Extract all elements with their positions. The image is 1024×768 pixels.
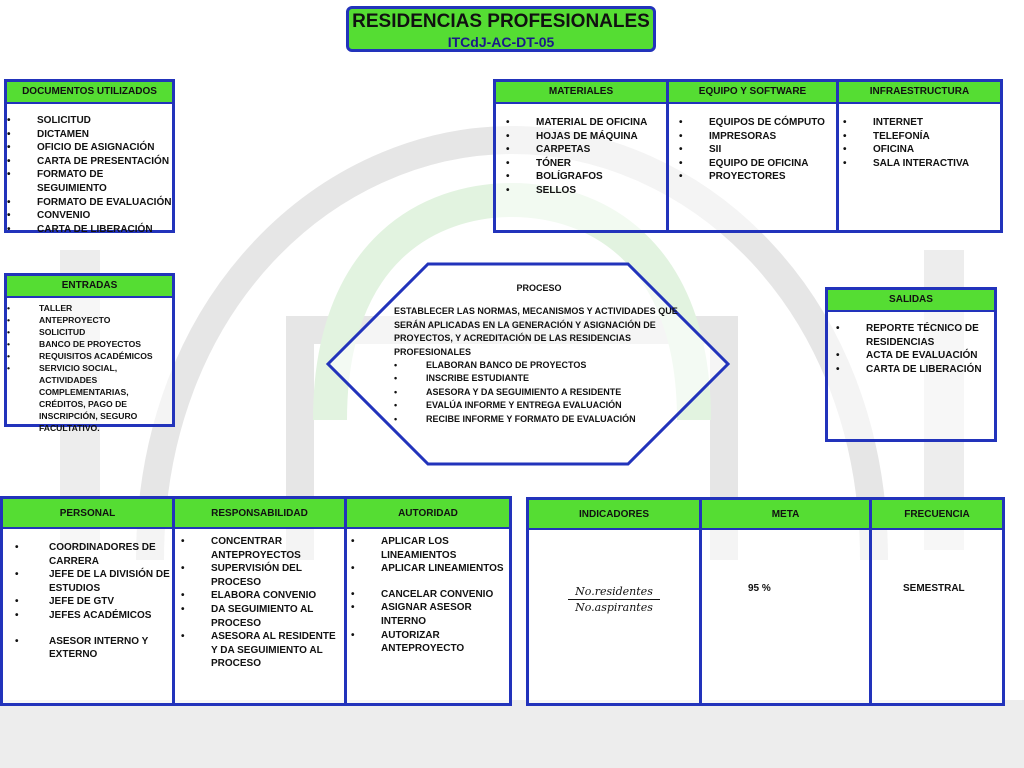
list-item: SUPERVISIÓN DEL PROCESO: [181, 562, 344, 589]
salidas-box: SALIDAS REPORTE TÉCNICO DE RESIDENCIAS A…: [825, 287, 997, 442]
salidas-list: REPORTE TÉCNICO DE RESIDENCIAS ACTA DE E…: [828, 322, 994, 376]
list-item: HOJAS DE MÁQUINA: [506, 130, 666, 144]
materiales-list: MATERIAL DE OFICINA HOJAS DE MÁQUINA CAR…: [496, 116, 666, 198]
list-item: CANCELAR CONVENIO: [351, 588, 509, 602]
entradas-box: ENTRADAS TALLER ANTEPROYECTO SOLICITUD B…: [4, 273, 175, 433]
page-title: RESIDENCIAS PROFESIONALES: [352, 11, 650, 32]
list-item: CARTA DE LIBERACIÓN: [836, 363, 994, 377]
list-item: ASESOR INTERNO Y EXTERNO: [15, 635, 172, 662]
proceso-title: PROCESO: [516, 283, 562, 293]
list-item: APLICAR LINEAMIENTOS: [351, 562, 509, 576]
list-item: INTERNET: [843, 116, 1000, 130]
list-item: JEFES ACADÉMICOS: [15, 609, 172, 623]
document-code: ITCdJ-AC-DT-05: [447, 34, 555, 50]
frecuencia-header: FRECUENCIA: [872, 500, 1002, 530]
list-item: SII: [679, 143, 836, 157]
title-banner: RESIDENCIAS PROFESIONALES ITCdJ-AC-DT-05: [346, 6, 656, 52]
indicadores-header: INDICADORES: [529, 500, 699, 530]
proceso-content: PROCESO ESTABLECER LAS NORMAS, MECANISMO…: [394, 282, 684, 426]
autoridad-header: AUTORIDAD: [347, 499, 509, 529]
equipo-list: EQUIPOS DE CÓMPUTO IMPRESORAS SII EQUIPO…: [669, 116, 836, 184]
autoridad-column: AUTORIDAD APLICAR LOS LINEAMIENTOS APLIC…: [344, 499, 509, 703]
list-item: IMPRESORAS: [679, 130, 836, 144]
list-item: ELABORA CONVENIO: [181, 589, 344, 603]
list-item: FORMATO DE SEGUIMIENTO: [7, 168, 172, 195]
entradas-list: TALLER ANTEPROYECTO SOLICITUD BANCO DE P…: [7, 302, 172, 434]
list-item: SOLICITUD: [7, 326, 172, 338]
list-item: RECIBE INFORME Y FORMATO DE EVALUACIÓN: [394, 413, 684, 427]
frecuencia-value: SEMESTRAL: [903, 583, 965, 594]
list-item: EVALÚA INFORME Y ENTREGA EVALUACIÓN: [394, 399, 684, 413]
list-item: OFICIO DE ASIGNACIÓN: [7, 141, 172, 155]
list-item: CARPETAS: [506, 143, 666, 157]
entradas-header: ENTRADAS: [7, 276, 172, 298]
list-item: EQUIPO DE OFICINA: [679, 157, 836, 171]
infraestructura-header: INFRAESTRUCTURA: [839, 82, 1000, 104]
infraestructura-list: INTERNET TELEFONÍA OFICINA SALA INTERACT…: [839, 116, 1000, 170]
recursos-box: MATERIALES MATERIAL DE OFICINA HOJAS DE …: [493, 79, 1003, 233]
proceso-description: ESTABLECER LAS NORMAS, MECANISMOS Y ACTI…: [394, 306, 678, 357]
list-item: TÓNER: [506, 157, 666, 171]
list-item: SELLOS: [506, 184, 666, 198]
list-item: REQUISITOS ACADÉMICOS: [7, 350, 172, 362]
personal-header: PERSONAL: [3, 499, 172, 529]
formula-denominator: No.aspirantes: [575, 601, 653, 614]
list-item: ANTEPROYECTO: [7, 314, 172, 326]
list-item: SERVICIO SOCIAL, ACTIVIDADES COMPLEMENTA…: [7, 362, 172, 434]
list-item: DA SEGUIMIENTO AL PROCESO: [181, 603, 344, 630]
equipo-header: EQUIPO Y SOFTWARE: [669, 82, 836, 104]
list-item: APLICAR LOS LINEAMIENTOS: [351, 535, 509, 562]
equipo-column: EQUIPO Y SOFTWARE EQUIPOS DE CÓMPUTO IMP…: [666, 82, 836, 230]
list-item: ASESORA AL RESIDENTE Y DA SEGUIMIENTO AL…: [181, 630, 344, 671]
list-item: TELEFONÍA: [843, 130, 1000, 144]
meta-header: META: [702, 500, 869, 530]
formula-numerator: No.residentes: [568, 585, 660, 600]
list-item: ASESORA Y DA SEGUIMIENTO A RESIDENTE: [394, 386, 684, 400]
list-item: CONCENTRAR ANTEPROYECTOS: [181, 535, 344, 562]
indicador-formula: No.residentes No.aspirantes: [568, 585, 660, 614]
responsabilidad-header: RESPONSABILIDAD: [175, 499, 344, 529]
list-item: FORMATO DE EVALUACIÓN: [7, 196, 172, 210]
frecuencia-column: FRECUENCIA: [869, 500, 1002, 703]
materiales-column: MATERIALES MATERIAL DE OFICINA HOJAS DE …: [496, 82, 666, 230]
list-item: MATERIAL DE OFICINA: [506, 116, 666, 130]
list-item: JEFE DE GTV: [15, 595, 172, 609]
list-item: SALA INTERACTIVA: [843, 157, 1000, 171]
salidas-header: SALIDAS: [828, 290, 994, 312]
documentos-header: DOCUMENTOS UTILIZADOS: [7, 82, 172, 104]
list-item: COORDINADORES DE CARRERA: [15, 541, 172, 568]
list-item: BOLÍGRAFOS: [506, 170, 666, 184]
list-item: ELABORAN BANCO DE PROYECTOS: [394, 359, 684, 373]
personal-list: COORDINADORES DE CARRERA JEFE DE LA DIVI…: [3, 541, 172, 662]
list-item: CARTA DE LIBERACIÓN: [7, 223, 172, 237]
responsabilidad-column: RESPONSABILIDAD CONCENTRAR ANTEPROYECTOS…: [172, 499, 344, 703]
list-item: JEFE DE LA DIVISIÓN DE ESTUDIOS: [15, 568, 172, 595]
list-item: AUTORIZAR ANTEPROYECTO: [351, 629, 509, 656]
personal-column: PERSONAL COORDINADORES DE CARRERA JEFE D…: [3, 499, 172, 703]
meta-column: META: [699, 500, 869, 703]
autoridad-list: APLICAR LOS LINEAMIENTOS APLICAR LINEAMI…: [347, 535, 509, 656]
list-item: OFICINA: [843, 143, 1000, 157]
meta-value: 95 %: [748, 583, 771, 594]
documentos-list: SOLICITUD DICTAMEN OFICIO DE ASIGNACIÓN …: [7, 114, 172, 236]
documentos-box: DOCUMENTOS UTILIZADOS SOLICITUD DICTAMEN…: [4, 79, 175, 236]
materiales-header: MATERIALES: [496, 82, 666, 104]
list-item: EQUIPOS DE CÓMPUTO: [679, 116, 836, 130]
list-item: DICTAMEN: [7, 128, 172, 142]
list-item: BANCO DE PROYECTOS: [7, 338, 172, 350]
personal-box: PERSONAL COORDINADORES DE CARRERA JEFE D…: [0, 496, 512, 706]
list-item: INSCRIBE ESTUDIANTE: [394, 372, 684, 386]
list-item: CONVENIO: [7, 209, 172, 223]
list-item: REPORTE TÉCNICO DE RESIDENCIAS: [836, 322, 994, 349]
list-item: TALLER: [7, 302, 172, 314]
responsabilidad-list: CONCENTRAR ANTEPROYECTOS SUPERVISIÓN DEL…: [175, 535, 344, 671]
list-item: CARTA DE PRESENTACIÓN: [7, 155, 172, 169]
list-item: ACTA DE EVALUACIÓN: [836, 349, 994, 363]
proceso-list: ELABORAN BANCO DE PROYECTOS INSCRIBE EST…: [394, 359, 684, 426]
list-item: PROYECTORES: [679, 170, 836, 184]
list-item: ASIGNAR ASESOR INTERNO: [351, 601, 509, 628]
list-item: SOLICITUD: [7, 114, 172, 128]
infraestructura-column: INFRAESTRUCTURA INTERNET TELEFONÍA OFICI…: [836, 82, 1000, 230]
